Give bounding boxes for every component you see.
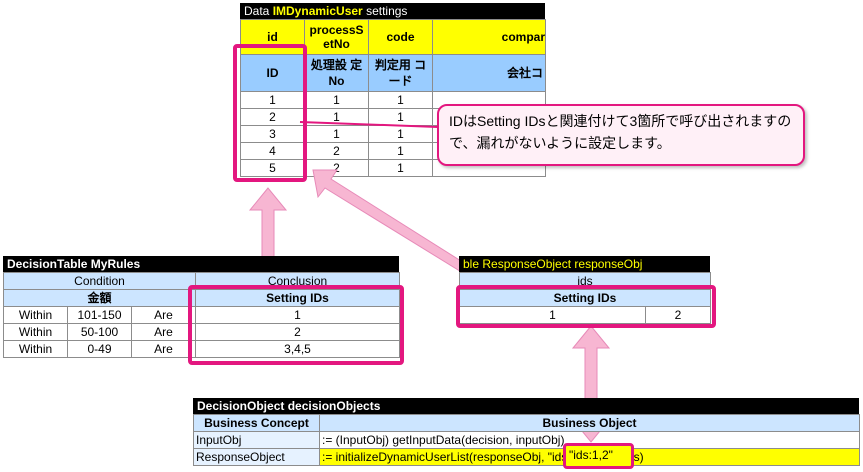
- condition-header: Condition: [2, 272, 197, 290]
- response-object-title: ble ResponseObject responseObj: [459, 256, 710, 272]
- decision-table-grid: Condition Conclusion 金額 Setting IDs With…: [2, 272, 401, 358]
- cell-range: 0-49: [67, 340, 132, 358]
- dynamic-user-title: Data IMDynamicUser settings: [240, 3, 545, 19]
- decision-objects-grid: Business Concept Business Object InputOb…: [193, 414, 860, 466]
- cell-concept: ResponseObject: [193, 448, 320, 466]
- setting-ids-header: Setting IDs: [195, 289, 401, 307]
- response-setting-ids-header: Setting IDs: [459, 289, 711, 307]
- cell-are: Are: [130, 340, 197, 358]
- ids-argument-text: "ids:1,2": [569, 448, 613, 462]
- table-row: Within 50-100 Are 2: [3, 323, 401, 341]
- response-ids-highlight: [456, 285, 716, 328]
- setting-ids-column-highlight: [188, 285, 404, 365]
- subheader-code: 判定用 コード: [368, 54, 433, 92]
- decision-objects-title: DecisionObject decisionObjects: [193, 398, 859, 414]
- callout-connector: [299, 121, 439, 128]
- cell-setting-id: 2: [645, 306, 711, 324]
- decision-table: DecisionTable MyRules Condition Conclusi…: [2, 256, 401, 358]
- cell-operator: Within: [3, 340, 68, 358]
- decision-table-title: DecisionTable MyRules: [3, 256, 399, 272]
- business-object-header: Business Object: [319, 414, 860, 432]
- cell-operator: Within: [3, 323, 68, 341]
- ids-argument-highlight: "ids:1,2": [563, 443, 634, 469]
- callout-text: IDはSetting IDsと関連付けて3箇所で呼び出されますので、漏れがないよ…: [449, 113, 792, 151]
- cell-concept: InputObj: [193, 431, 320, 449]
- table-row: Within 101-150 Are 1: [3, 306, 401, 324]
- table-row: Within 0-49 Are 3,4,5: [3, 340, 401, 358]
- id-column-highlight: [233, 44, 307, 182]
- cell-code: 1: [368, 159, 433, 177]
- table-row: 1 2: [459, 306, 711, 324]
- cell-range: 101-150: [67, 306, 132, 324]
- dynamic-user-title-name: IMDynamicUser: [272, 4, 363, 18]
- cell-are: Are: [130, 323, 197, 341]
- dynamic-user-title-prefix: Data: [244, 4, 273, 18]
- decision-objects-table: DecisionObject decisionObjects Business …: [193, 398, 860, 466]
- cell-operator: Within: [3, 306, 68, 324]
- col-header-processsetno: processS etNo: [304, 19, 369, 55]
- subheader-processsetno: 処理設 定No: [304, 54, 369, 92]
- cell-setting-ids: 3,4,5: [195, 340, 401, 358]
- cell-range: 50-100: [67, 323, 132, 341]
- amount-header: 金額: [2, 289, 197, 307]
- cell-setting-id: 1: [459, 306, 646, 324]
- table-row: ResponseObject := initializeDynamicUserL…: [193, 448, 860, 466]
- subheader-company: 会社コ: [432, 54, 546, 92]
- callout-note: IDはSetting IDsと関連付けて3箇所で呼び出されますので、漏れがないよ…: [437, 104, 805, 166]
- dynamic-user-title-suffix: settings: [362, 4, 408, 18]
- cell-are: Are: [130, 306, 197, 324]
- table-row: InputObj := (InputObj) getInputData(deci…: [193, 431, 860, 449]
- business-concept-header: Business Concept: [193, 414, 320, 432]
